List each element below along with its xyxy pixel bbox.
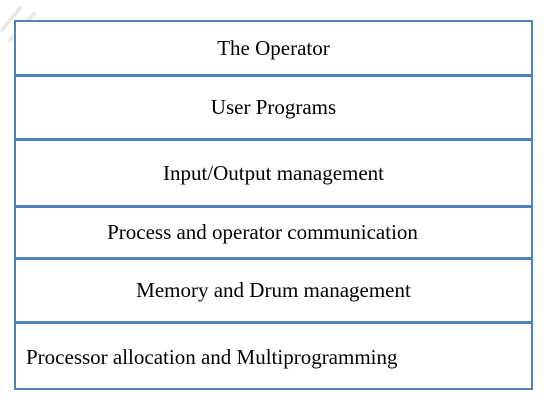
layer-label: Process and operator communication [107,220,418,244]
layer-label: Input/Output management [162,160,385,185]
layer-the-operator: The Operator [16,22,531,77]
layer-label: The Operator [217,35,330,60]
layer-processor-allocation-multiprogramming: Processor allocation and Multiprogrammin… [16,324,531,390]
layer-stack-diagram: The Operator User Programs Input/Output … [14,20,533,390]
layer-label: User Programs [210,95,337,119]
layer-process-operator-communication: Process and operator communication [16,208,531,260]
layer-memory-drum-management: Memory and Drum management [16,260,531,324]
layer-label: Memory and Drum management [136,278,411,302]
layer-label: Processor allocation and Multiprogrammin… [26,344,398,369]
layer-user-programs: User Programs [16,77,531,141]
layer-input-output-management: Input/Output management [16,141,531,208]
